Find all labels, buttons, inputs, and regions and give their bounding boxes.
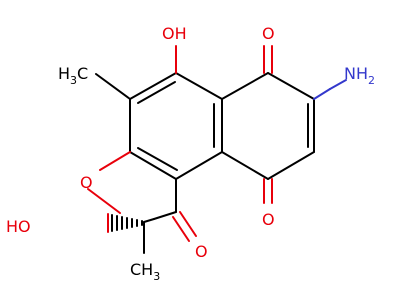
bond: [221, 72, 269, 100]
bond: [175, 72, 223, 100]
hydroxyl-label-left: HO: [6, 217, 31, 236]
nitrogen-bonds: [313, 79, 347, 100]
carbon-bonds: [95, 72, 315, 254]
atom-labels: OH O NH2 H3C O O HO O CH3: [6, 24, 375, 283]
carbonyl-oxygen-bottom: O: [262, 210, 275, 229]
bond: [267, 151, 315, 180]
bond: [129, 151, 177, 180]
stereo-hash-bond: [111, 214, 143, 232]
ketone-oxygen-label: O: [195, 242, 208, 261]
hydroxyl-label-top: OH: [162, 24, 187, 43]
methyl-bond: [95, 73, 131, 100]
bond: [267, 72, 315, 100]
ether-bond: [87, 188, 121, 214]
bond: [153, 211, 177, 220]
amine-label: NH2: [344, 64, 375, 87]
oxygen-bonds: [87, 45, 273, 242]
furan-oxygen-label: O: [80, 173, 93, 192]
aromatic-inner-bond: [137, 147, 178, 171]
carbonyl-oxygen-top: O: [262, 24, 275, 43]
bond: [143, 218, 155, 223]
methyl-label-top: H3C: [58, 64, 88, 87]
bond: [129, 72, 177, 100]
ketone-bond: [179, 211, 197, 237]
bond: [175, 151, 223, 180]
ketone-bond: [172, 216, 190, 242]
aromatic-inner-bond: [137, 81, 176, 104]
amine-bond: [329, 79, 347, 90]
amine-bond: [313, 88, 331, 100]
methyl-label-bottom: CH3: [130, 260, 160, 283]
bond: [221, 151, 269, 180]
ether-bond: [99, 151, 131, 171]
